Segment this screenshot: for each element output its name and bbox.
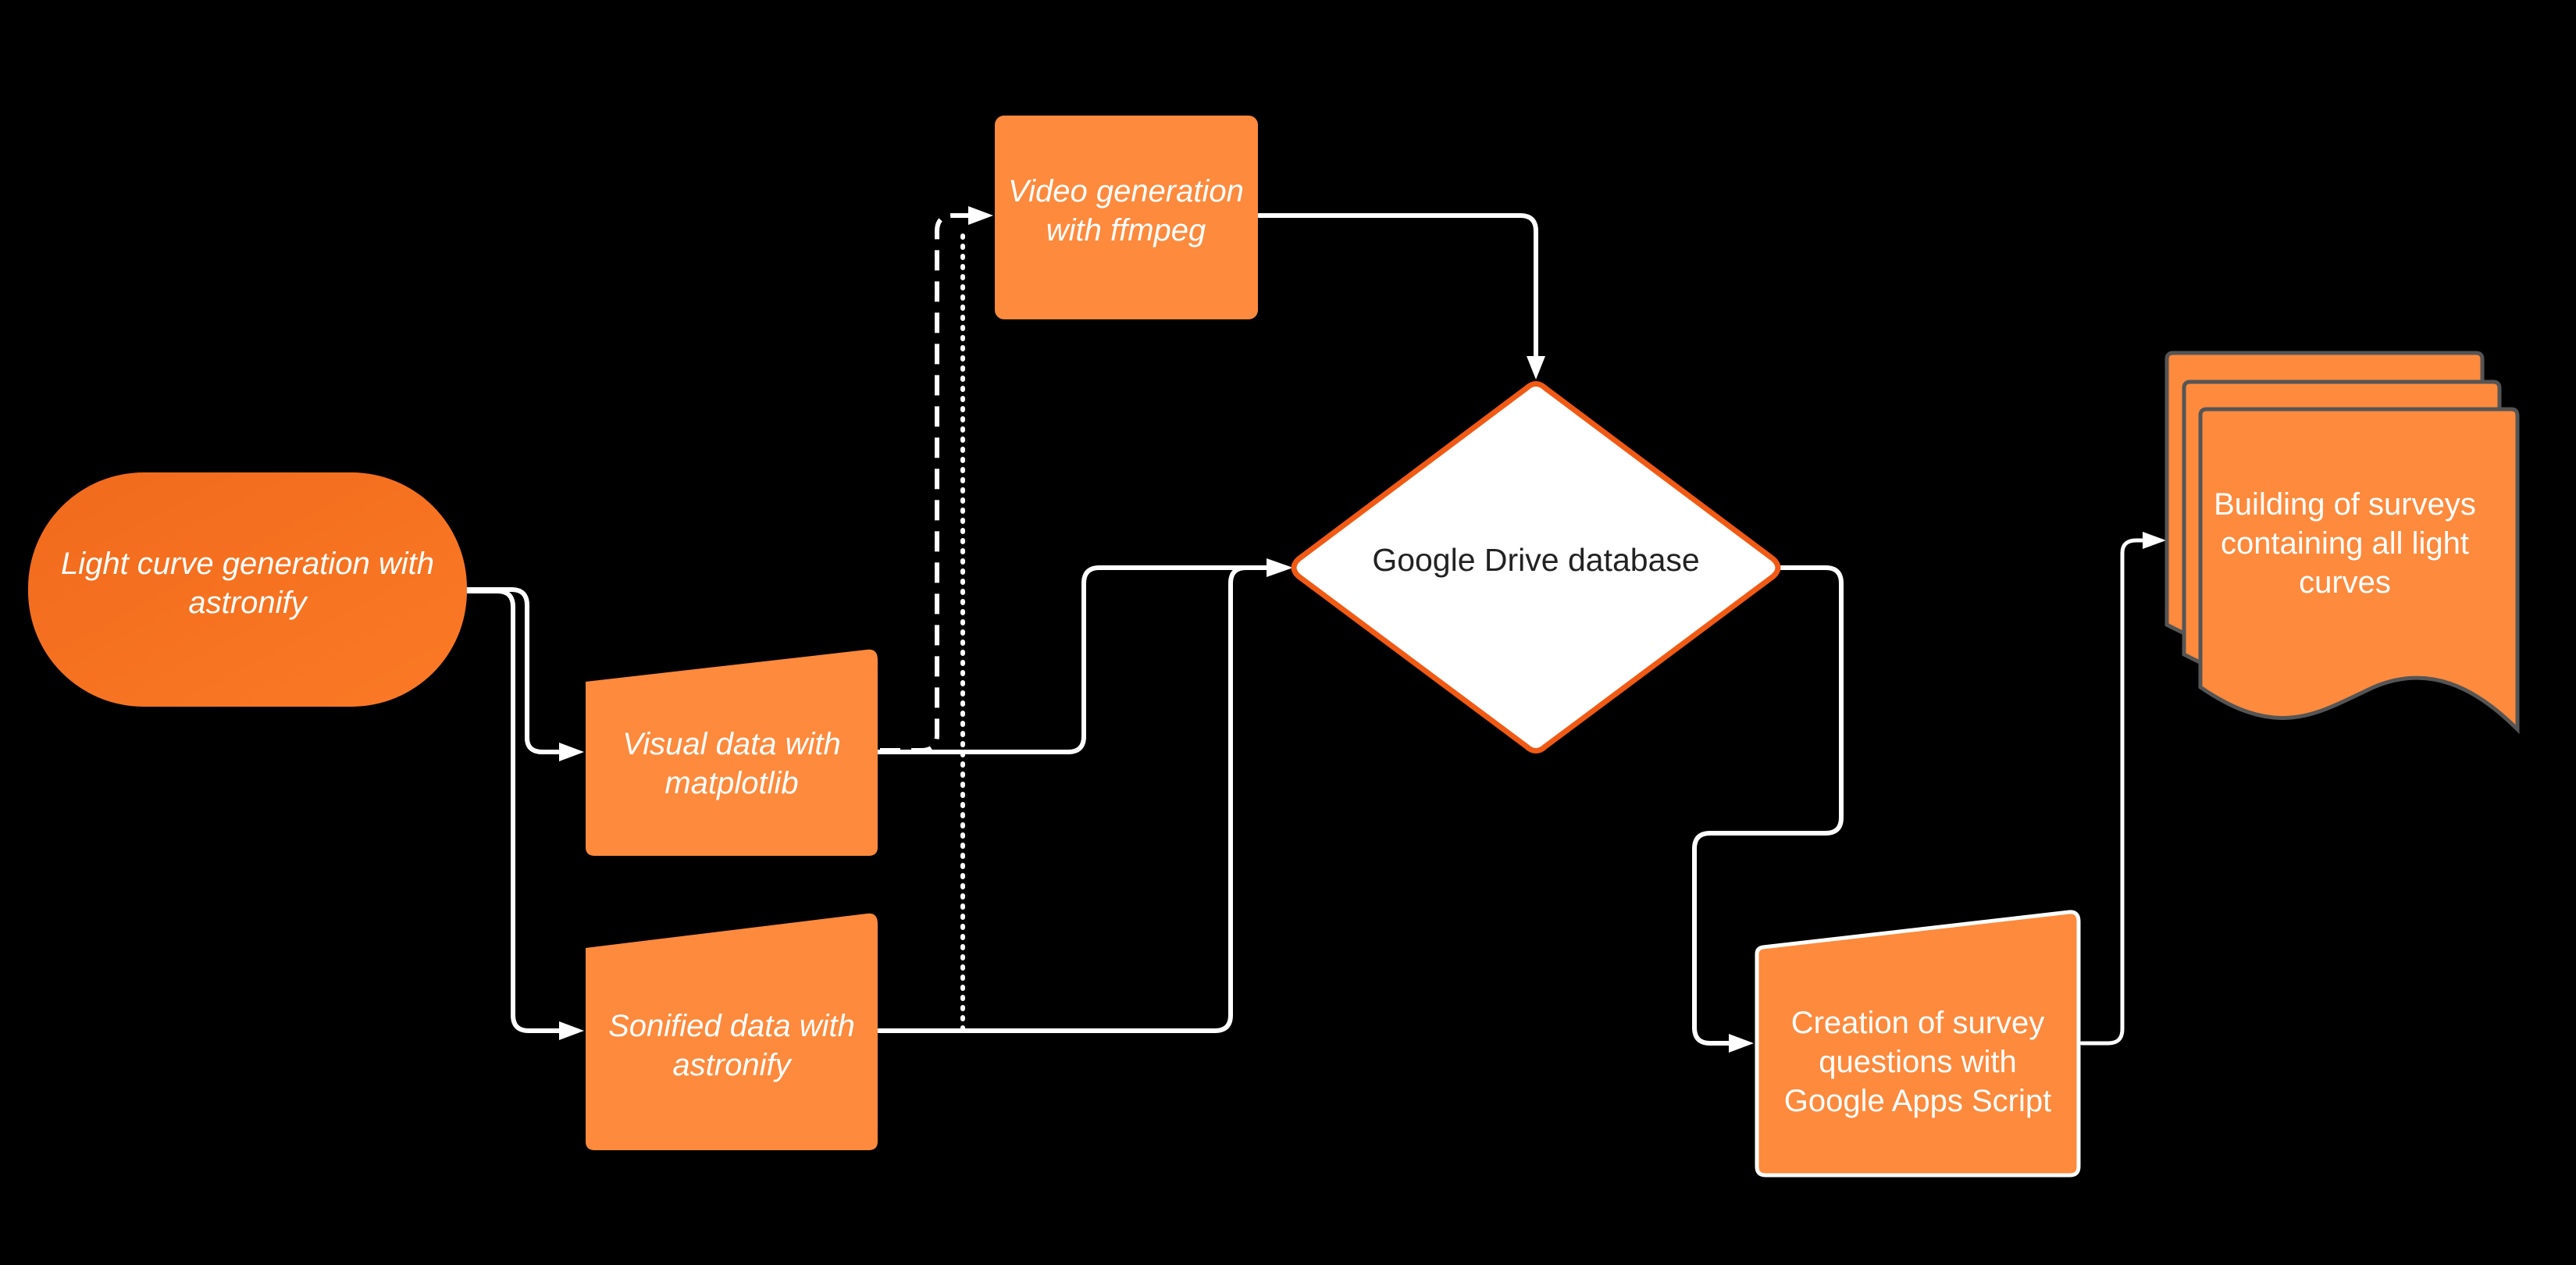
- edge-sonified-to-drive: [876, 565, 1277, 1033]
- node-label-line: Video generation: [1008, 174, 1244, 208]
- node-label-line: Building of surveys: [2214, 487, 2476, 522]
- arrowhead-visual: [559, 743, 584, 761]
- edges: [465, 206, 2166, 1053]
- node-label-line: Creation of survey: [1791, 1006, 2045, 1040]
- arrowhead-sonified: [559, 1021, 584, 1040]
- node-google-drive-database: Google Drive database: [1291, 381, 1781, 754]
- arrowhead-video-dashed: [968, 206, 993, 225]
- edge-start-to-sonified: [465, 589, 571, 1033]
- decision-shape: [1291, 381, 1781, 754]
- node-label-line: questions with: [1819, 1045, 2016, 1079]
- node-label-line: matplotlib: [664, 766, 798, 800]
- edge-start-to-visual: [465, 587, 571, 754]
- node-label-line: Google Drive database: [1372, 542, 1699, 578]
- node-video-generation: Video generation with ffmpeg: [995, 116, 1258, 319]
- node-label-line: with ffmpeg: [1046, 213, 1206, 248]
- edge-video-to-drive: [1256, 213, 1538, 363]
- arrowhead-drive-left: [1267, 558, 1293, 577]
- manual-input-shape: [1755, 910, 2081, 1178]
- node-label-line: containing all light: [2221, 526, 2469, 561]
- terminator-shape: [28, 472, 467, 707]
- node-visual-data: Visual data with matplotlib: [586, 649, 878, 856]
- arrowhead-surveys: [2143, 532, 2166, 549]
- node-label-line: astronify: [672, 1048, 793, 1082]
- node-label-line: Google Apps Script: [1784, 1084, 2051, 1118]
- manual-input-shape: [586, 649, 878, 856]
- node-sonified-data: Sonified data with astronify: [586, 913, 878, 1150]
- node-label-line: curves: [2299, 565, 2391, 600]
- edge-survey-questions-to-surveys: [2079, 538, 2151, 1046]
- node-label-line: astronify: [188, 586, 308, 620]
- arrowhead-drive-top: [1527, 356, 1545, 380]
- node-building-of-surveys: Building of surveys containing all light…: [2164, 351, 2520, 735]
- node-label-line: Light curve generation with: [61, 547, 434, 581]
- edge-visual-to-video-dashed: [880, 213, 973, 753]
- process-shape: [995, 116, 1258, 319]
- node-survey-questions: Creation of survey questions with Google…: [1755, 910, 2081, 1178]
- node-light-curve-generation: Light curve generation with astronify: [28, 472, 467, 707]
- node-label-line: Sonified data with: [608, 1009, 855, 1043]
- edge-drive-to-survey-questions: [1692, 565, 1844, 1046]
- arrowhead-survey-questions: [1729, 1034, 1754, 1053]
- manual-input-shape: [586, 913, 878, 1150]
- edge-visual-to-drive: [876, 565, 1277, 754]
- node-label-line: Visual data with: [622, 727, 840, 761]
- document-sheet-front: [2198, 407, 2520, 735]
